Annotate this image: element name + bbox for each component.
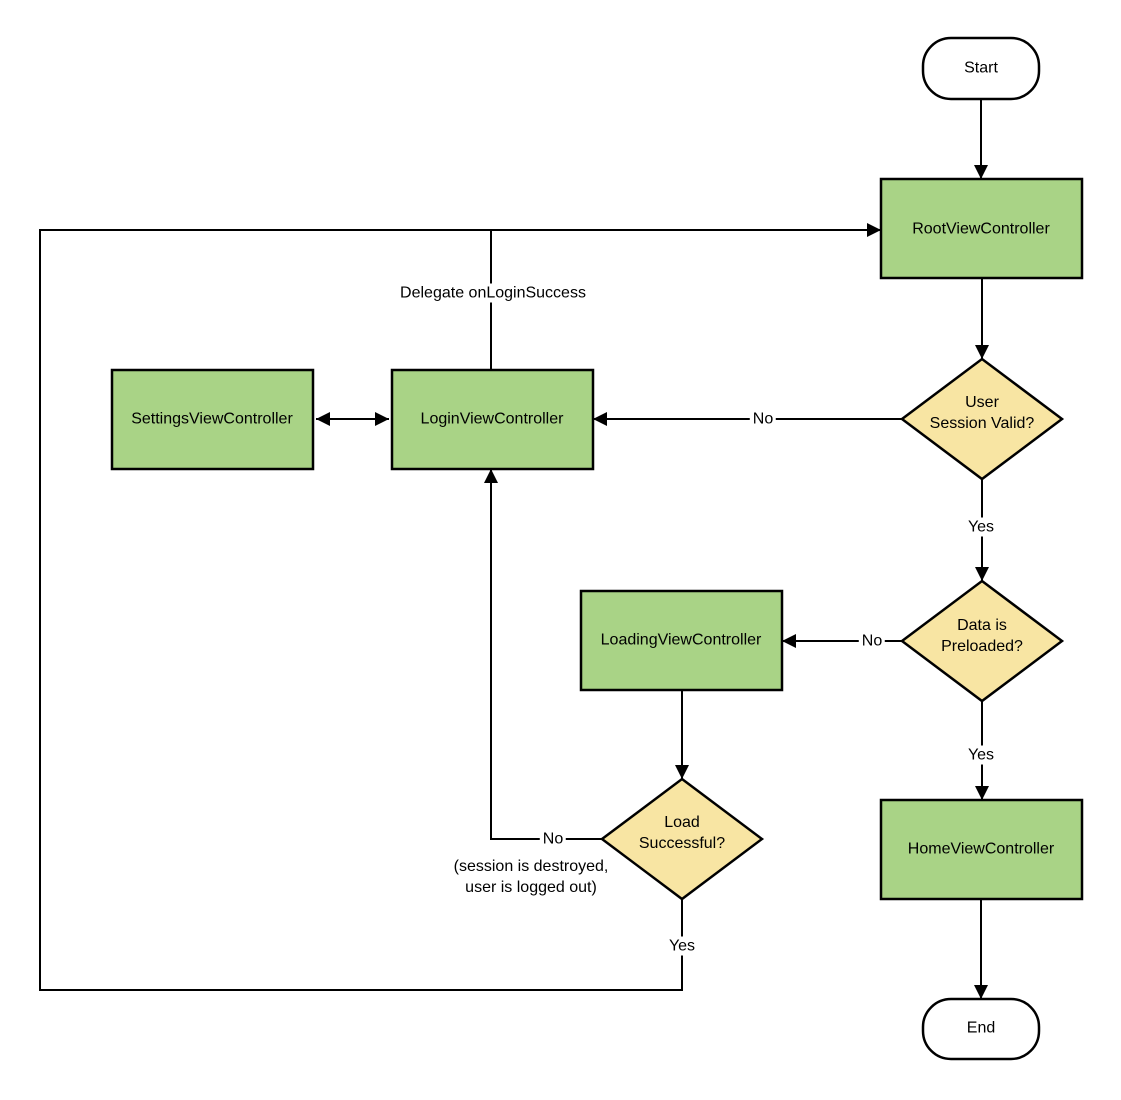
node-home-view-controller-label: HomeViewController: [907, 840, 1055, 858]
edge-label-load-successful-no: No: [539, 829, 567, 849]
node-home-view-controller-shape: [879, 798, 1084, 901]
node-load-successful-label: Load Successful?: [638, 814, 726, 852]
node-user-session-valid-label: User Session Valid?: [929, 394, 1035, 432]
node-user-session-valid-shape: [899, 357, 1065, 481]
node-loading-view-controller-shape: [579, 589, 784, 692]
node-root-view-controller-label: RootViewController: [912, 220, 1050, 238]
node-load-successful-shape: [599, 777, 765, 901]
edge-label-session-destroyed-note: (session is destroyed, user is logged ou…: [453, 858, 609, 896]
node-end-label: End: [966, 1019, 996, 1037]
node-data-is-preloaded-shape: [899, 579, 1065, 703]
node-start-shape: [921, 36, 1041, 101]
node-root-view-controller-shape: [879, 177, 1084, 280]
edge-label-delegate-on-login-success: Delegate onLoginSuccess: [397, 283, 589, 303]
node-start-label: Start: [964, 59, 998, 77]
edge-label-data-is-preloaded-no: No: [858, 631, 886, 651]
node-settings-view-controller-label: SettingsViewController: [131, 410, 293, 428]
node-login-view-controller-shape: [390, 368, 595, 471]
edge-label-user-session-valid-yes: Yes: [964, 517, 998, 537]
node-settings-view-controller-shape: [110, 368, 315, 471]
node-login-view-controller-label: LoginViewController: [420, 410, 564, 428]
node-end-shape: [921, 997, 1041, 1061]
node-loading-view-controller-label: LoadingViewController: [600, 631, 762, 649]
node-data-is-preloaded-label: Data is Preloaded?: [941, 617, 1023, 655]
edge-label-user-session-valid-no: No: [749, 409, 777, 429]
edge-load-successful-yes-loop: [39, 223, 881, 991]
edge-label-data-is-preloaded-yes: Yes: [964, 745, 998, 765]
edge-label-load-successful-yes: Yes: [665, 936, 699, 956]
